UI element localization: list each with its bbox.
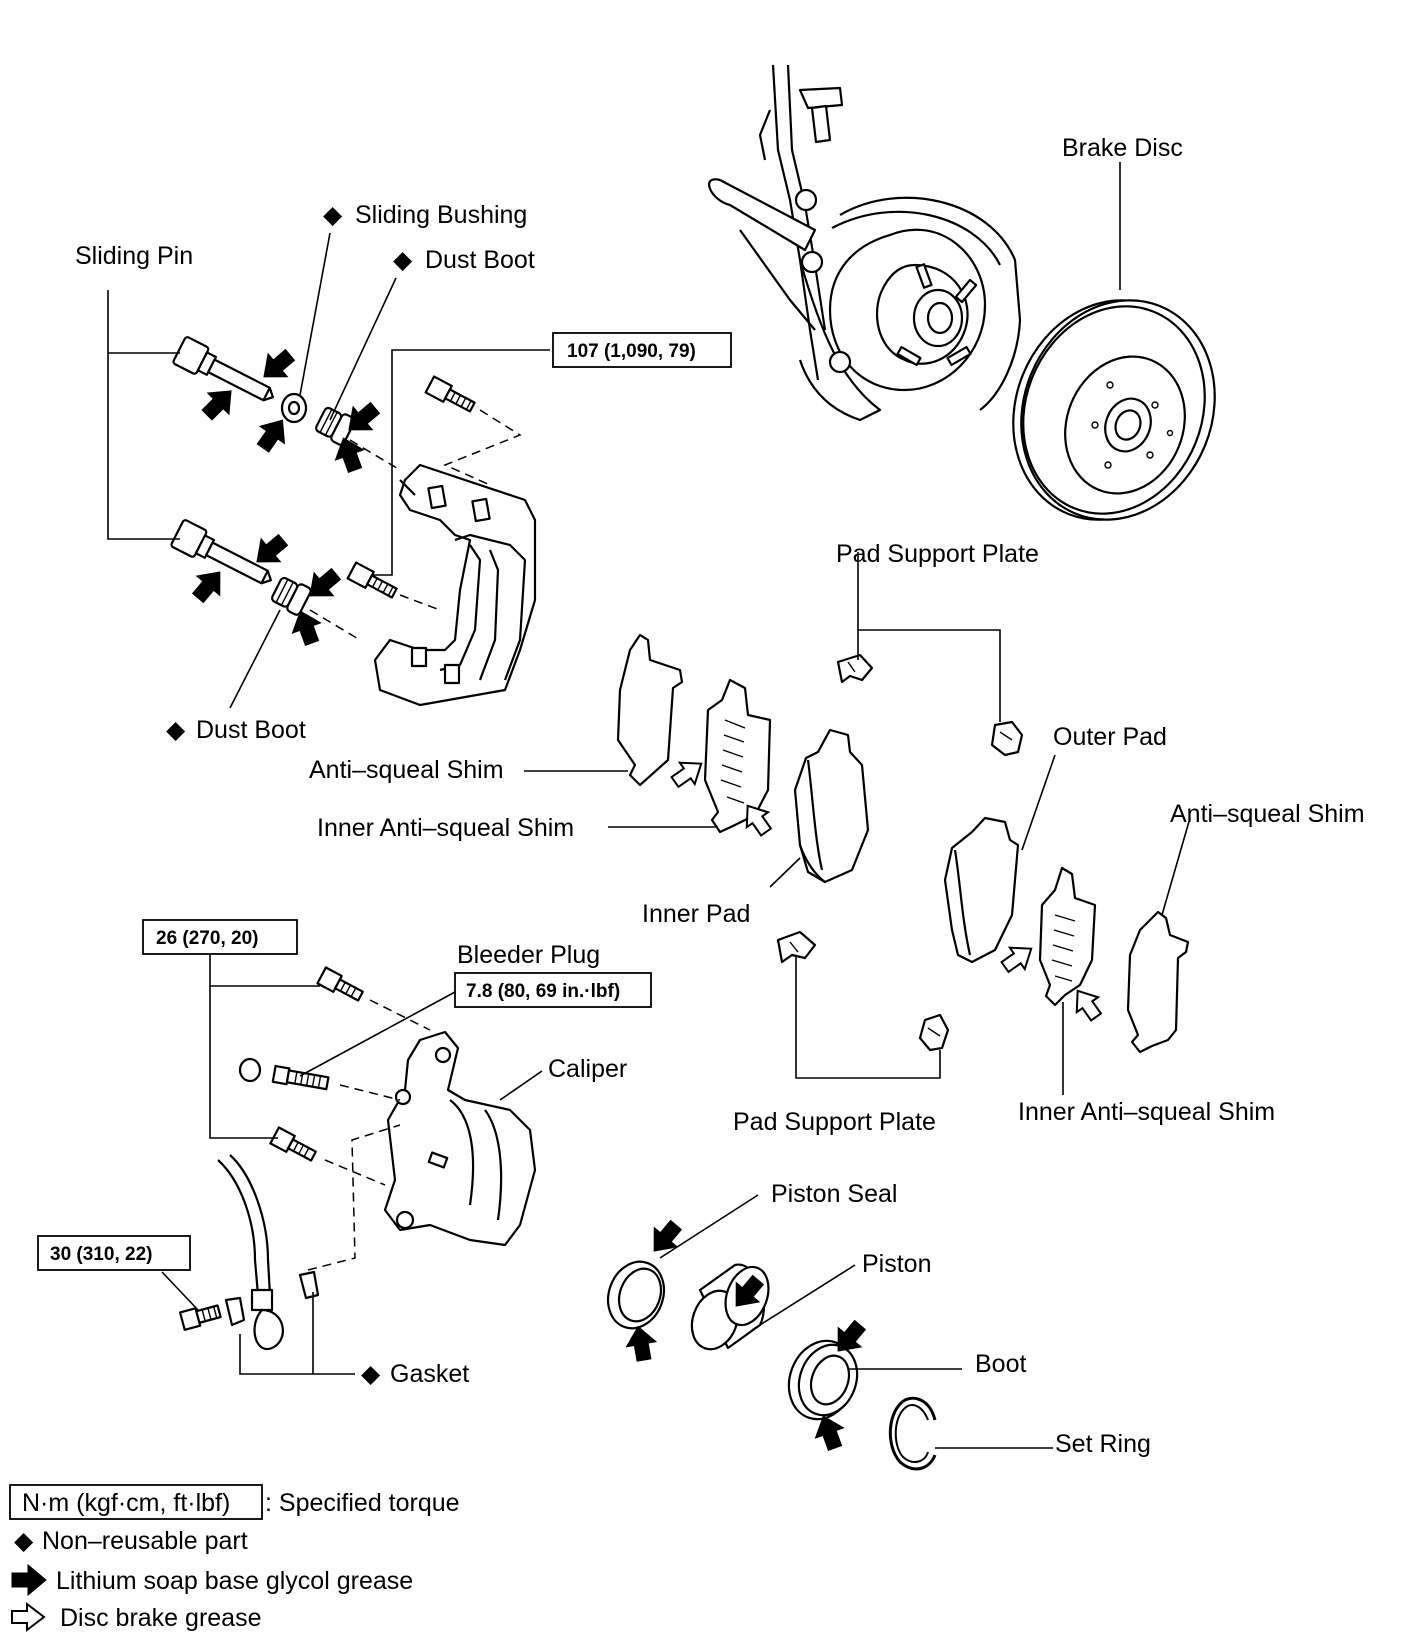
label-sliding-pin: Sliding Pin: [75, 242, 193, 270]
legend-torque-text: : Specified torque: [265, 1489, 460, 1517]
diamond-icon: ◆: [361, 1360, 381, 1388]
lithium-grease-arrow: [253, 343, 301, 389]
legend-disc-grease: Disc brake grease: [60, 1604, 261, 1632]
label-inner-anti-squeal-shim-left: Inner Anti–squeal Shim: [317, 814, 574, 842]
diamond-icon: ◆: [166, 716, 186, 744]
label-sliding-bushing: Sliding Bushing: [355, 201, 527, 229]
diamond-icon: ◆: [14, 1527, 34, 1555]
pad-support-plate-outer-part: [990, 720, 1024, 757]
pad-support-plate-lower-right-part: [918, 1013, 950, 1052]
piston-part: [690, 1263, 770, 1351]
label-pad-support-plate-lower: Pad Support Plate: [733, 1108, 936, 1136]
lithium-grease-arrow: [186, 561, 232, 609]
piston-seal-part: [606, 1260, 666, 1330]
non-reusable-markers: ◆ ◆ ◆ ◆: [166, 201, 413, 1388]
outer-pad-part: [943, 816, 1020, 964]
pad-support-plate-lower-part: [776, 930, 817, 964]
brake-hose-part: [217, 1154, 284, 1351]
svg-text:107 (1,090, 79): 107 (1,090, 79): [567, 341, 696, 362]
label-anti-squeal-shim-left: Anti–squeal Shim: [309, 756, 504, 784]
sliding-pin-lower: [170, 519, 272, 585]
anti-squeal-shim-right-part: [1126, 910, 1190, 1054]
label-inner-anti-squeal-shim-right: Inner Anti–squeal Shim: [1018, 1098, 1275, 1126]
torque-box-bleeder-plug: 7.8 (80, 69 in.·lbf): [454, 972, 652, 1008]
set-ring-part: [888, 1396, 937, 1471]
caliper-bolt-lower: [269, 1126, 317, 1162]
mounting-bolt-lower: [346, 561, 398, 599]
diamond-icon: ◆: [393, 246, 413, 274]
solid-arrow-icon: [11, 1564, 47, 1596]
boot-part: [787, 1339, 859, 1421]
sliding-pin-upper: [172, 336, 274, 402]
inner-anti-squeal-shim-right-part: [1038, 866, 1097, 1007]
legend: N·m (kgf·cm, ft·lbf) : Specified torque …: [9, 1484, 460, 1632]
torque-box-mounting-bolt: 107 (1,090, 79): [552, 332, 732, 368]
gasket-part: [298, 1270, 320, 1300]
union-bolt-part: [178, 1304, 222, 1331]
label-pad-support-plate-upper: Pad Support Plate: [836, 540, 1039, 568]
gasket-part: [224, 1296, 246, 1327]
legend-non-reusable: Non–reusable part: [42, 1527, 248, 1555]
label-dust-boot-upper: Dust Boot: [425, 246, 535, 274]
steering-knuckle: [708, 64, 1022, 422]
legend-torque-box: [9, 1484, 263, 1520]
label-anti-squeal-shim-right: Anti–squeal Shim: [1170, 800, 1365, 828]
legend-lithium-grease: Lithium soap base glycol grease: [56, 1567, 413, 1595]
label-caliper: Caliper: [548, 1055, 627, 1083]
svg-text:7.8 (80, 69 in.·lbf): 7.8 (80, 69 in.·lbf): [466, 981, 620, 1002]
caliper-mounting-bracket: [373, 463, 537, 707]
dust-boot-upper-part: [315, 406, 356, 446]
caliper-part: [383, 1030, 537, 1247]
leader-lines: [107, 162, 1191, 1449]
label-inner-pad: Inner Pad: [642, 900, 750, 928]
label-gasket: Gasket: [390, 1360, 469, 1388]
inner-anti-squeal-shim-left-part: [703, 678, 772, 834]
label-piston-seal: Piston Seal: [771, 1180, 897, 1208]
label-piston: Piston: [862, 1250, 931, 1278]
anti-squeal-shim-left-part: [616, 633, 684, 787]
lithium-grease-arrow: [195, 379, 243, 427]
brake-disc: [1012, 299, 1216, 521]
bleeder-plug-part: [238, 1057, 330, 1091]
disc-grease-arrow: [666, 751, 710, 794]
lithium-grease-arrow: [622, 1323, 660, 1364]
label-boot: Boot: [975, 1350, 1026, 1378]
legend-torque-units: N·m (kgf·cm, ft·lbf): [22, 1489, 230, 1517]
label-dust-boot-lower: Dust Boot: [196, 716, 306, 744]
svg-text:30 (310, 22): 30 (310, 22): [50, 1244, 152, 1265]
outline-arrow-icon: [11, 1603, 45, 1631]
diamond-icon: ◆: [323, 201, 343, 229]
inner-pad-part: [793, 728, 870, 884]
label-outer-pad: Outer Pad: [1053, 723, 1167, 751]
disc-grease-arrow: [996, 936, 1040, 979]
torque-box-union-bolt: 30 (310, 22): [37, 1235, 191, 1271]
caliper-bolt-upper: [316, 966, 364, 1002]
pad-support-plate-upper-part: [836, 653, 874, 684]
mounting-bolt-upper: [424, 375, 476, 413]
label-set-ring: Set Ring: [1055, 1430, 1151, 1458]
torque-box-caliper-bolt: 26 (270, 20): [142, 919, 298, 955]
svg-text:26 (270, 20): 26 (270, 20): [156, 928, 258, 949]
part-labels: Brake Disc Sliding Bushing Sliding Pin D…: [75, 134, 1365, 1458]
label-bleeder-plug: Bleeder Plug: [457, 941, 600, 969]
label-brake-disc: Brake Disc: [1062, 134, 1183, 162]
dust-boot-lower-part: [271, 576, 312, 616]
